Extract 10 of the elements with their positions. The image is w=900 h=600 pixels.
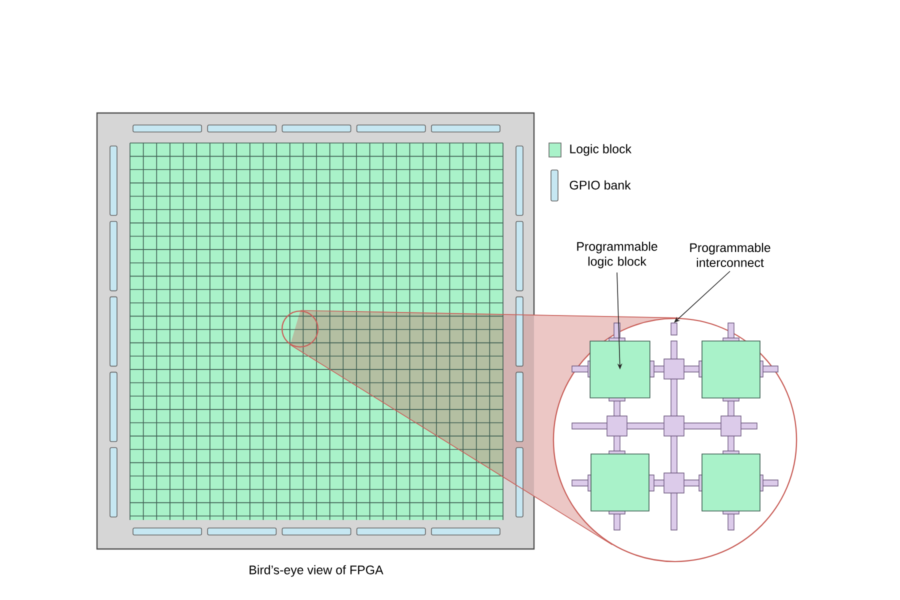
legend-label: Logic block bbox=[570, 144, 632, 156]
legend-label: GPIO bank bbox=[570, 180, 631, 190]
interconnect-bar bbox=[670, 322, 678, 336]
callout-label: Programmable logic block bbox=[577, 242, 658, 268]
zoom-edge-line bbox=[290, 344, 612, 546]
logic-block bbox=[590, 340, 650, 398]
magnifier-circle bbox=[281, 310, 319, 348]
callout-label: Programmable interconnect bbox=[690, 242, 770, 268]
zoom-edge-line bbox=[300, 310, 680, 318]
caption: Bird’s-eye view of FPGA bbox=[250, 565, 384, 577]
